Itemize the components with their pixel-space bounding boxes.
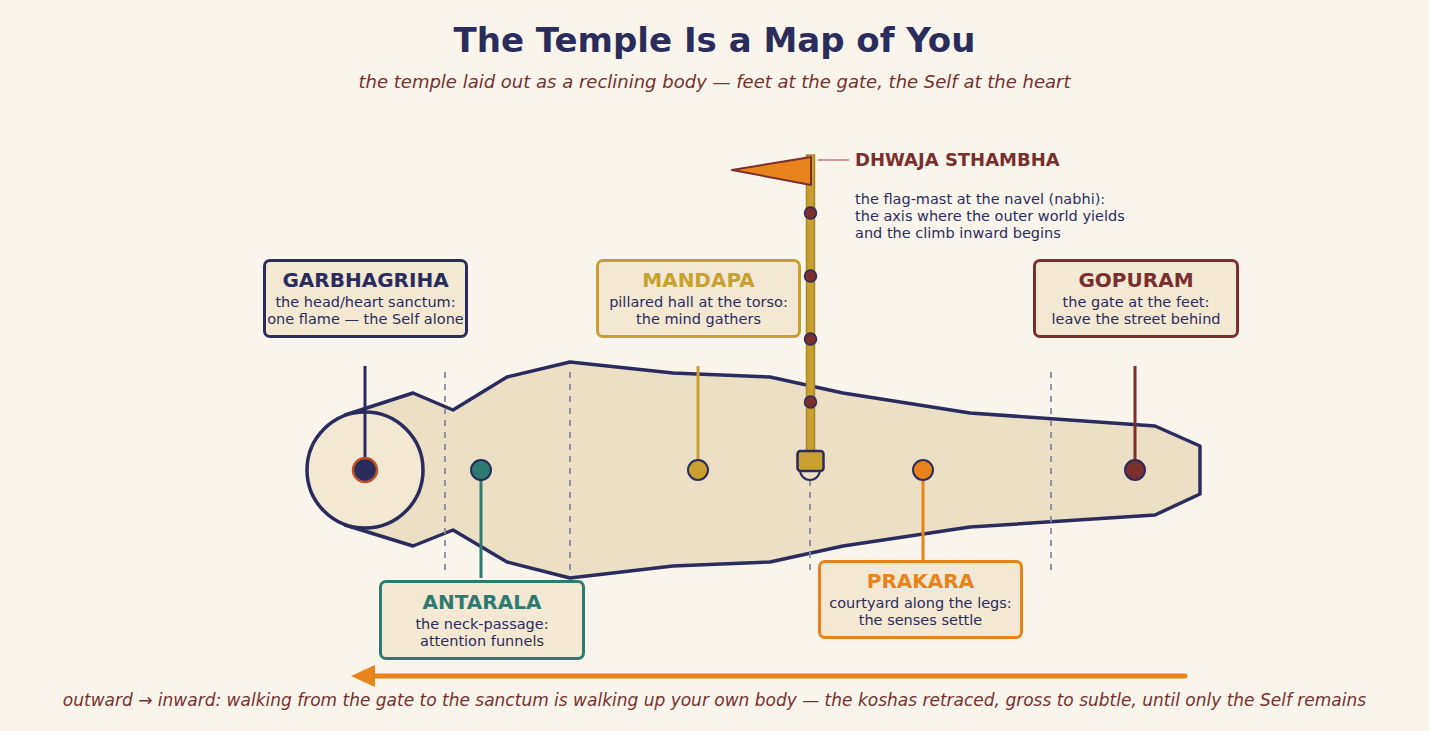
mast-bead (805, 333, 817, 345)
direction-arrow (351, 665, 1185, 687)
leader-line (1134, 366, 1137, 462)
hall-box: MANDAPApillared hall at the torso: the m… (596, 259, 801, 338)
section-description: the gate at the feet: leave the street b… (1047, 294, 1225, 328)
mast-base (798, 451, 824, 471)
subtitle: the temple laid out as a reclining body … (0, 69, 1429, 95)
leader-line (697, 366, 700, 462)
torso-dot (688, 460, 708, 480)
section-heading: MANDAPA (642, 269, 755, 292)
leader-line (480, 478, 483, 578)
diagram-title: The Temple Is a Map of You (0, 18, 1429, 62)
section-heading: GOPURAM (1078, 269, 1193, 292)
section-heading: ANTARALA (423, 591, 542, 614)
section-description: courtyard along the legs: the senses set… (825, 595, 1017, 629)
section-description: the neck-passage: attention funnels (397, 616, 567, 650)
section-heading: PRAKARA (867, 570, 974, 593)
passage-box: ANTARALAthe neck-passage: attention funn… (379, 580, 585, 660)
mast-bead (805, 207, 817, 219)
section-dividers (445, 372, 1051, 572)
mast-bead (805, 396, 817, 408)
body-outline (345, 362, 1200, 578)
divider-line (1050, 372, 1052, 572)
courtyard-box: PRAKARAcourtyard along the legs: the sen… (818, 560, 1023, 639)
arrow-head (351, 665, 375, 687)
mast-pole (807, 155, 815, 460)
feet-dot (1125, 460, 1145, 480)
leader-line (922, 478, 925, 560)
mast-note: the flag-mast at the navel (nabhi): the … (855, 191, 1129, 242)
neck-dot (471, 460, 491, 480)
flag (732, 157, 811, 185)
section-description: pillared hall at the torso: the mind gat… (604, 294, 794, 328)
gate-box: GOPURAMthe gate at the feet: leave the s… (1033, 259, 1239, 338)
mast-heading: DHWAJA STHAMBHA (855, 148, 1155, 172)
caption-row: outward → inward: walking from the gate … (0, 688, 1429, 712)
arrow-shaft (372, 674, 1185, 679)
leader-lines (365, 366, 1135, 578)
section-heading: GARBHAGRIHA (282, 269, 448, 292)
body-silhouette (307, 362, 1200, 578)
leader-line (364, 366, 367, 466)
diagram-caption: outward → inward: walking from the gate … (63, 688, 1366, 712)
divider-line (444, 372, 446, 572)
divider-line (569, 372, 571, 572)
sanctum-dot (353, 458, 377, 482)
section-description: the head/heart sanctum: one flame — the … (266, 294, 466, 328)
sanctum-box: GARBHAGRIHAthe head/heart sanctum: one f… (263, 259, 468, 338)
mast-bead (805, 270, 817, 282)
flag-leader (818, 159, 849, 160)
body-points (353, 458, 1145, 482)
legs-dot (913, 460, 933, 480)
